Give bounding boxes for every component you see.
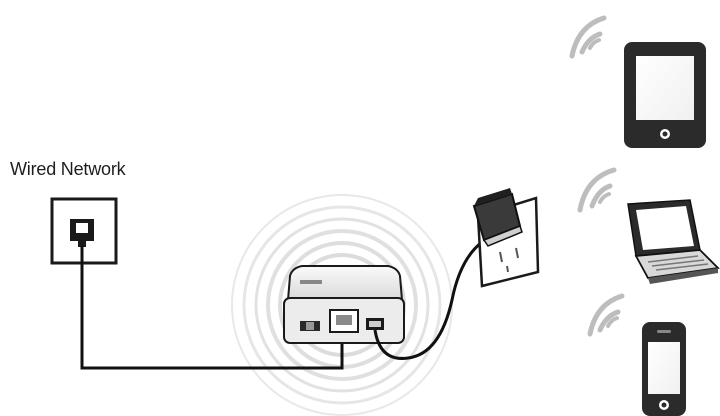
- smartphone-icon: [642, 322, 686, 416]
- ethernet-wall-jack-icon: [52, 199, 116, 263]
- power-adapter-icon: [474, 188, 538, 286]
- router-icon: [284, 266, 404, 343]
- tablet-icon: [624, 42, 706, 148]
- wifi-signal-icon: [572, 18, 622, 334]
- laptop-icon: [628, 200, 718, 284]
